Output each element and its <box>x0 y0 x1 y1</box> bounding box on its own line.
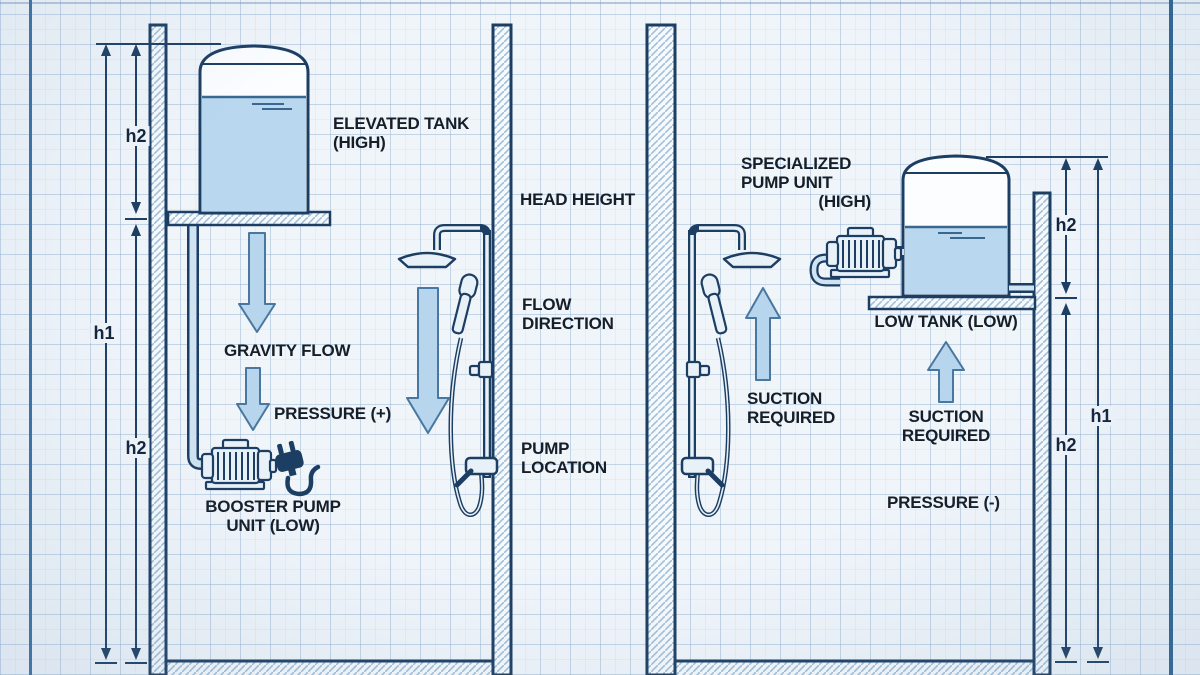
gravity-flow-label: GRAVITY FLOW <box>224 341 351 360</box>
dim-h1-right: h1 <box>1087 406 1115 426</box>
room2-left-wall <box>645 23 677 675</box>
pump-location-label: PUMP LOCATION <box>521 439 607 477</box>
label-line: PUMP UNIT <box>741 173 833 192</box>
flow-direction-arrow-icon <box>406 287 450 434</box>
dim-h1-left: h1 <box>90 323 118 343</box>
label-line: SUCTION <box>747 389 823 408</box>
room2-right-wall <box>1032 191 1052 675</box>
pressure-minus-label: PRESSURE (-) <box>887 493 1000 512</box>
label-line: DIRECTION <box>522 314 614 333</box>
label-line: (HIGH) <box>333 133 386 152</box>
elevated-tank-label: ELEVATED TANK (HIGH) <box>333 114 469 152</box>
shower-left-icon <box>397 224 499 517</box>
low-tank-shelf <box>867 295 1037 311</box>
room1-floor <box>164 659 495 675</box>
label-line: BOOSTER PUMP <box>205 497 341 516</box>
label-line: FLOW <box>522 295 572 314</box>
dim-h2-left-bottom: h2 <box>122 438 150 458</box>
gravity-pipe-icon <box>187 218 207 470</box>
room1-left-wall <box>148 23 168 675</box>
head-height-label: HEAD HEIGHT <box>520 190 635 209</box>
dim-h2-right-bottom: h2 <box>1052 435 1080 455</box>
room2-floor <box>675 659 1035 675</box>
specialized-pump-icon <box>809 226 904 287</box>
label-line: SUCTION <box>908 407 984 426</box>
label-line: UNIT (LOW) <box>226 516 320 535</box>
center-wall <box>491 23 513 675</box>
power-plug-icon <box>275 440 321 497</box>
label-line: REQUIRED <box>901 426 991 445</box>
dim-h2-right-top: h2 <box>1052 215 1080 235</box>
low-tank-label: LOW TANK (LOW) <box>874 312 1018 331</box>
label-line: PUMP <box>521 439 570 458</box>
suction-required-shower-label: SUCTION REQUIRED <box>747 389 835 427</box>
low-tank-icon <box>901 154 1011 298</box>
suction-arrow-shower-icon <box>745 287 781 381</box>
suction-required-tank-label: SUCTION REQUIRED <box>884 407 1008 445</box>
specialized-pump-label: SPECIALIZED PUMP UNIT (HIGH) <box>741 154 871 211</box>
pump-inlet-arrow-icon <box>236 367 270 431</box>
label-line: REQUIRED <box>747 408 836 427</box>
booster-pump-label: BOOSTER PUMP UNIT (LOW) <box>198 497 348 535</box>
label-line: ELEVATED TANK <box>333 114 470 133</box>
gravity-flow-arrow-icon <box>238 232 276 333</box>
label-line: LOCATION <box>521 458 607 477</box>
suction-arrow-tank-icon <box>927 341 965 403</box>
label-line: SPECIALIZED <box>741 154 852 173</box>
dim-h2-left-top: h2 <box>122 126 150 146</box>
elevated-tank-icon <box>198 44 310 215</box>
label-line: (HIGH) <box>818 192 871 211</box>
pressure-plus-label: PRESSURE (+) <box>274 404 392 423</box>
flow-direction-label: FLOW DIRECTION <box>522 295 614 333</box>
booster-pump-icon <box>200 438 278 491</box>
